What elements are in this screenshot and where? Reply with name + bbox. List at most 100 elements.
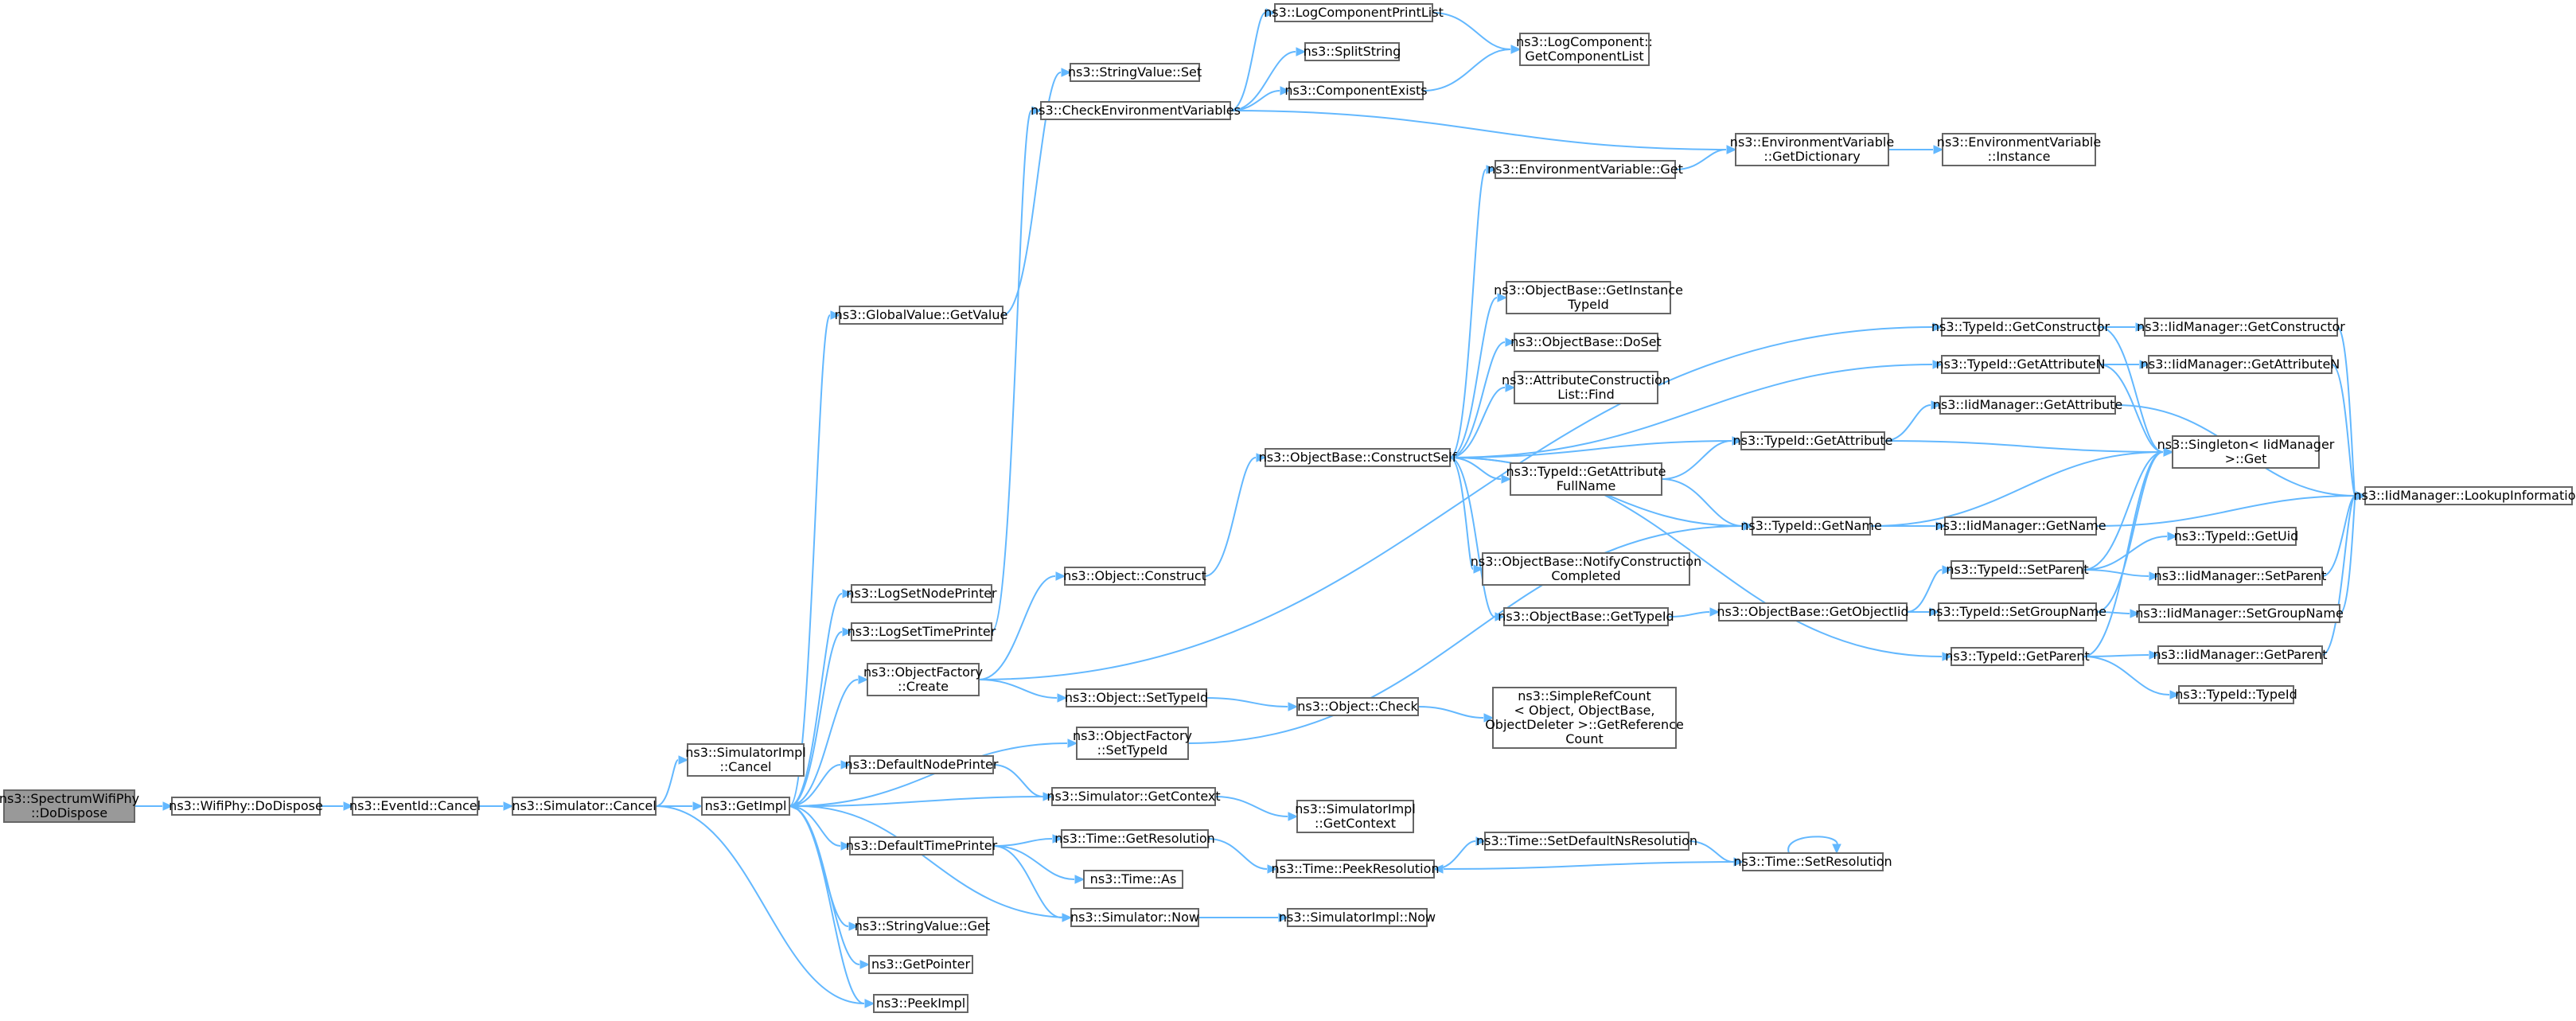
node-global-value-get-value[interactable]: ns3::GlobalValue::GetValue [835, 306, 1008, 325]
node-label: ns3::ObjectFactory [1073, 728, 1192, 743]
node-label: Count [1565, 731, 1604, 746]
node-label: ns3::EnvironmentVariable [1730, 134, 1894, 150]
node-simulator-impl-get-context[interactable]: ns3::SimulatorImpl::GetContext [1295, 800, 1416, 833]
node-type-id-get-constructor[interactable]: ns3::TypeId::GetConstructor [1931, 318, 2110, 337]
node-label: ns3::ComponentExists [1284, 83, 1427, 98]
node-split-string[interactable]: ns3::SplitString [1304, 42, 1401, 61]
node-label: ns3::TypeId::TypeId [2175, 687, 2297, 702]
edge-arrowhead [1510, 45, 1522, 54]
node-simulator-cancel[interactable]: ns3::Simulator::Cancel [512, 797, 657, 816]
edge-type-id-get-constructor-to-iid-manager-get-constructor [2099, 322, 2146, 332]
node-log-set-node-printer[interactable]: ns3::LogSetNodePrinter [846, 584, 997, 603]
node-object-base-notify-construction-completed[interactable]: ns3::ObjectBase::NotifyConstructionCompl… [1471, 552, 1701, 586]
node-simulator-impl-cancel[interactable]: ns3::SimulatorImpl::Cancel [685, 743, 806, 777]
node-type-id-set-parent[interactable]: ns3::TypeId::SetParent [1946, 560, 2089, 579]
node-object-check[interactable]: ns3::Object::Check [1296, 697, 1419, 716]
node-object-factory-create[interactable]: ns3::ObjectFactory::Create [863, 663, 983, 696]
node-environment-variable-get-dictionary[interactable]: ns3::EnvironmentVariable::GetDictionary [1730, 133, 1894, 166]
node-string-value-get[interactable]: ns3::StringValue::Get [855, 917, 990, 936]
node-time-set-resolution[interactable]: ns3::Time::SetResolution [1733, 852, 1892, 871]
node-object-base-construct-self[interactable]: ns3::ObjectBase::ConstructSelf [1259, 448, 1457, 467]
node-label: ::DoDispose [31, 805, 107, 820]
node-iid-manager-get-attribute[interactable]: ns3::IidManager::GetAttribute [1933, 396, 2123, 415]
node-type-id-get-name[interactable]: ns3::TypeId::GetName [1740, 516, 1882, 536]
node-log-set-time-printer[interactable]: ns3::LogSetTimePrinter [848, 622, 996, 641]
node-iid-manager-set-parent[interactable]: ns3::IidManager::SetParent [2154, 567, 2327, 586]
edge-object-base-construct-self-to-object-base-get-type-id [1449, 457, 1506, 622]
edge-line [1207, 838, 1268, 870]
node-box [1941, 355, 2100, 374]
node-object-factory-set-type-id[interactable]: ns3::ObjectFactory::SetTypeId [1073, 727, 1192, 760]
node-type-id-set-group-name[interactable]: ns3::TypeId::SetGroupName [1928, 602, 2106, 622]
node-box [2138, 604, 2340, 623]
edge-line [2083, 451, 2164, 657]
edge-type-id-get-parent-to-singleton-get [2083, 447, 2174, 657]
edge-line [978, 326, 1933, 680]
edge-arrowhead [842, 627, 853, 637]
node-simulator-impl-now[interactable]: ns3::SimulatorImpl::Now [1279, 908, 1436, 927]
node-get-pointer[interactable]: ns3::GetPointer [868, 955, 973, 974]
node-iid-manager-set-group-name[interactable]: ns3::IidManager::SetGroupName [2135, 604, 2344, 623]
node-label: ns3::IidManager::GetParent [2153, 647, 2327, 662]
node-box [352, 797, 478, 816]
edge-type-id-set-group-name-to-singleton-get [2095, 447, 2174, 613]
edge-environment-variable-get-to-environment-variable-get-dictionary [1674, 145, 1737, 170]
node-log-component-print-list[interactable]: ns3::LogComponentPrintList [1264, 3, 1444, 22]
node-object-base-get-type-id[interactable]: ns3::ObjectBase::GetTypeId [1498, 607, 1674, 626]
node-peek-impl[interactable]: ns3::PeekImpl [873, 994, 968, 1013]
node-environment-variable-instance[interactable]: ns3::EnvironmentVariable::Instance [1937, 133, 2101, 166]
node-time-peek-resolution[interactable]: ns3::Time::PeekResolution [1271, 859, 1440, 879]
node-label: ns3::GlobalValue::GetValue [835, 307, 1008, 322]
edge-line [2083, 569, 2149, 577]
node-get-impl[interactable]: ns3::GetImpl [701, 797, 790, 816]
edge-arrowhead [1432, 864, 1444, 874]
node-object-base-get-object-iid[interactable]: ns3::ObjectBase::GetObjectIid [1717, 602, 1909, 622]
edge-arrowhead [1265, 8, 1276, 18]
node-box [1061, 829, 1209, 848]
node-spectrum-wifi-phy-do-dispose[interactable]: ns3::SpectrumWifiPhy::DoDispose [0, 789, 139, 823]
node-object-set-type-id[interactable]: ns3::Object::SetTypeId [1065, 688, 1208, 707]
node-singleton-get[interactable]: ns3::Singleton< IidManager >::Get [2157, 435, 2335, 469]
node-time-as[interactable]: ns3::Time::As [1083, 870, 1183, 889]
node-iid-manager-get-constructor[interactable]: ns3::IidManager::GetConstructor [2137, 318, 2345, 337]
node-time-get-resolution[interactable]: ns3::Time::GetResolution [1054, 829, 1215, 848]
node-type-id-get-uid[interactable]: ns3::TypeId::GetUid [2174, 527, 2299, 546]
node-object-base-do-set[interactable]: ns3::ObjectBase::DoSet [1510, 333, 1662, 352]
node-time-set-default-ns-resolution[interactable]: ns3::Time::SetDefaultNsResolution [1476, 832, 1697, 851]
node-simulator-get-context[interactable]: ns3::Simulator::GetContext [1046, 787, 1221, 806]
node-simple-ref-count-get-reference-count[interactable]: ns3::SimpleRefCount< Object, ObjectBase,… [1485, 687, 1684, 749]
node-default-time-printer[interactable]: ns3::DefaultTimePrinter [846, 836, 998, 855]
node-box [1503, 607, 1669, 626]
node-iid-manager-get-parent[interactable]: ns3::IidManager::GetParent [2153, 645, 2328, 664]
node-iid-manager-get-attribute-n[interactable]: ns3::IidManager::GetAttributeN [2141, 355, 2340, 374]
node-label: ns3::ObjectBase::DoSet [1510, 334, 1662, 349]
node-log-component-get-component-list[interactable]: ns3::LogComponent::GetComponentList [1516, 33, 1653, 66]
node-default-node-printer[interactable]: ns3::DefaultNodePrinter [845, 755, 999, 774]
edge-time-get-resolution-to-time-peek-resolution [1207, 838, 1278, 874]
node-object-construct[interactable]: ns3::Object::Construct [1063, 567, 1206, 586]
edge-object-base-get-object-iid-to-type-id-set-group-name [1906, 607, 1940, 617]
edge-line [1214, 796, 1288, 817]
node-type-id-get-parent[interactable]: ns3::TypeId::GetParent [1945, 647, 2090, 666]
edge-spectrum-wifi-phy-do-dispose-to-wifi-phy-do-dispose [134, 801, 173, 811]
node-wifi-phy-do-dispose[interactable]: ns3::WifiPhy::DoDispose [169, 797, 323, 816]
node-iid-manager-lookup-information[interactable]: ns3::IidManager::LookupInformation [2353, 486, 2576, 505]
node-string-value-set[interactable]: ns3::StringValue::Set [1068, 63, 1202, 82]
node-iid-manager-get-name[interactable]: ns3::IidManager::GetName [1935, 516, 2106, 536]
node-type-id-get-attribute[interactable]: ns3::TypeId::GetAttribute [1732, 431, 1893, 450]
node-type-id-get-attribute-n[interactable]: ns3::TypeId::GetAttributeN [1936, 355, 2106, 374]
node-type-id-type-id[interactable]: ns3::TypeId::TypeId [2175, 685, 2297, 704]
edge-simulator-get-context-to-simulator-impl-get-context [1214, 796, 1299, 821]
node-environment-variable-get[interactable]: ns3::EnvironmentVariable::Get [1487, 160, 1683, 179]
node-simulator-now[interactable]: ns3::Simulator::Now [1070, 908, 1199, 927]
edge-time-set-resolution-to-time-set-resolution [1787, 836, 1841, 855]
node-box [687, 743, 805, 777]
node-check-environment-variables[interactable]: ns3::CheckEnvironmentVariables [1031, 101, 1241, 120]
node-event-id-cancel[interactable]: ns3::EventId::Cancel [349, 797, 481, 816]
edge-default-time-printer-to-simulator-now [992, 845, 1073, 922]
node-component-exists[interactable]: ns3::ComponentExists [1284, 81, 1428, 100]
node-label: ns3::IidManager::SetGroupName [2135, 606, 2344, 621]
